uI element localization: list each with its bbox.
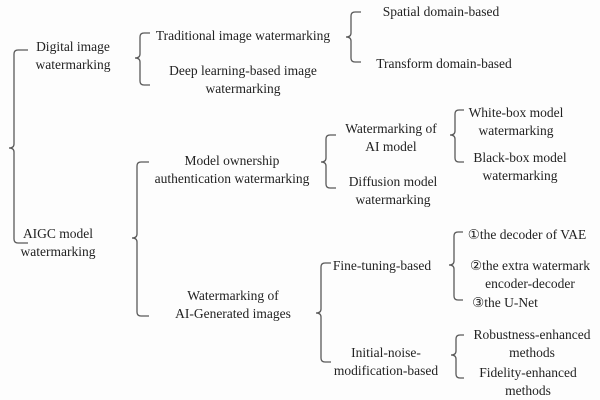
node-line: AI-Generated images [175, 306, 291, 321]
node-extra-watermark-encoder-decoder: ②the extra watermark encoder-decoder [470, 257, 590, 293]
node-line: Watermarking of [345, 121, 437, 136]
node-line: watermarking [478, 123, 554, 138]
node-line: watermarking [20, 244, 96, 259]
node-line: Diffusion model [348, 174, 438, 189]
node-watermarking-of-ai-generated-images: Watermarking of AI-Generated images [175, 287, 291, 323]
node-line: Watermarking of [187, 288, 279, 303]
node-line: Traditional image watermarking [155, 28, 331, 43]
node-line: Fidelity-enhanced [479, 365, 577, 380]
node-line: Fine-tuning-based [332, 258, 432, 273]
node-fine-tuning-based: Fine-tuning-based [333, 257, 431, 275]
brace-initial-noise [450, 334, 464, 379]
node-spatial-domain-based: Spatial domain-based [383, 3, 500, 21]
node-watermarking-of-ai-model: Watermarking of AI model [345, 120, 437, 156]
node-line: watermarking [205, 81, 281, 96]
node-line: Initial-noise- [351, 345, 421, 360]
node-line: watermarking [482, 168, 558, 183]
node-fidelity-enhanced-methods: Fidelity-enhanced methods [479, 364, 576, 400]
node-black-box-model-watermarking: Black-box model watermarking [473, 149, 566, 185]
node-deep-learning-watermarking: Deep learning-based image watermarking [169, 62, 317, 98]
node-line: methods [505, 383, 551, 398]
brace-root [8, 49, 28, 244]
node-robustness-enhanced-methods: Robustness-enhanced methods [474, 326, 591, 362]
node-line: Model ownership [184, 153, 280, 168]
brace-digital-image [134, 32, 150, 86]
node-line: watermarking [355, 192, 431, 207]
node-model-ownership-authentication: Model ownership authentication watermark… [155, 152, 310, 188]
brace-model-ownership [320, 134, 336, 189]
node-line: Deep learning-based image [169, 63, 317, 78]
brace-ai-model [449, 109, 464, 163]
node-line: methods [509, 345, 555, 360]
node-white-box-model-watermarking: White-box model watermarking [469, 104, 564, 140]
node-line: Digital image [36, 39, 110, 54]
node-line: White-box model [468, 105, 564, 120]
node-traditional-image-watermarking: Traditional image watermarking [156, 27, 330, 45]
node-line: watermarking [35, 57, 111, 72]
node-line: encoder-decoder [485, 276, 575, 291]
node-aigc-model-watermarking: AIGC model watermarking [21, 225, 96, 261]
node-line: AIGC model [22, 226, 94, 241]
node-line: Black-box model [473, 150, 567, 165]
node-line: authentication watermarking [154, 171, 310, 186]
brace-traditional [345, 11, 361, 63]
node-line: Transform domain-based [376, 56, 512, 71]
node-diffusion-model-watermarking: Diffusion model watermarking [349, 173, 438, 209]
node-line: ①the decoder of VAE [467, 227, 587, 242]
node-u-net: ③the U-Net [472, 294, 538, 312]
node-line: AI model [365, 139, 417, 154]
node-transform-domain-based: Transform domain-based [376, 55, 512, 73]
node-initial-noise-modification-based: Initial-noise- modification-based [334, 344, 438, 380]
brace-aigc [131, 161, 149, 317]
node-line: Robustness-enhanced [473, 327, 591, 342]
node-decoder-of-vae: ①the decoder of VAE [468, 226, 586, 244]
node-line: ③the U-Net [472, 295, 538, 310]
brace-fine-tuning [448, 231, 463, 301]
node-line: ②the extra watermark [469, 258, 591, 273]
brace-ai-generated [315, 262, 331, 363]
node-digital-image-watermarking: Digital image watermarking [36, 38, 111, 74]
node-line: Spatial domain-based [382, 4, 500, 19]
node-line: modification-based [333, 363, 439, 378]
